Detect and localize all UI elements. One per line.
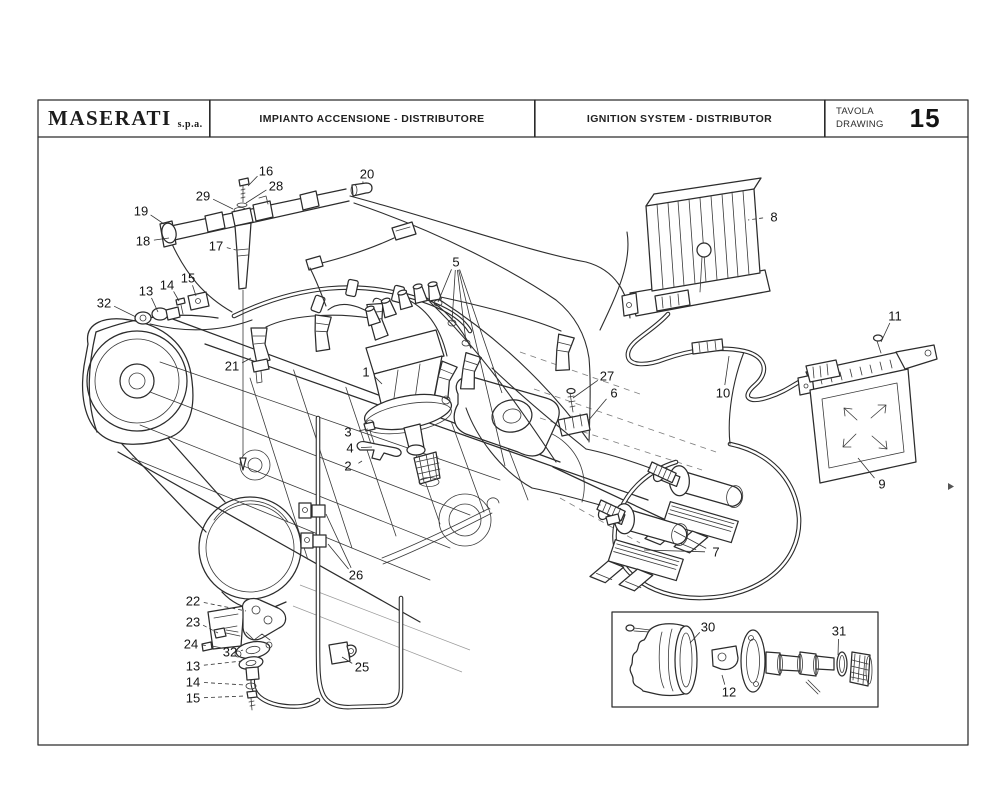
- callout-20: 20: [360, 167, 374, 182]
- screw-16: [239, 178, 249, 186]
- callout-28: 28: [269, 179, 283, 194]
- leader-line-13: [204, 661, 242, 665]
- callout-25: 25: [355, 660, 369, 675]
- rotor-12: [712, 646, 738, 669]
- sensor-17: [235, 223, 251, 289]
- title-block: MASERATI s.p.a. IMPIANTO ACCENSIONE - DI…: [38, 100, 968, 137]
- callout-23: 23: [186, 615, 200, 630]
- callout-32: 32: [97, 296, 111, 311]
- callout-2: 2: [344, 459, 351, 474]
- callout-15: 15: [186, 691, 200, 706]
- brand-cell: MASERATI s.p.a.: [38, 100, 210, 137]
- brand-name: MASERATI: [48, 106, 172, 131]
- sheet-word-english: DRAWING: [836, 119, 884, 131]
- sheet-words: TAVOLA DRAWING: [836, 106, 884, 131]
- callout-27: 27: [600, 369, 614, 384]
- union-stack: [202, 598, 286, 710]
- wire-clamp: [558, 389, 590, 437]
- callout-1: 1: [362, 365, 369, 380]
- callout-13: 13: [139, 284, 153, 299]
- ecu-box: [798, 335, 937, 483]
- leader-line-16: [248, 176, 258, 186]
- sheet-cell: TAVOLA DRAWING 15: [825, 100, 968, 137]
- title-italian: IMPIANTO ACCENSIONE - DISTRIBUTORE: [259, 113, 484, 125]
- brand-suffix: s.p.a.: [178, 119, 203, 137]
- leader-line-11: [881, 323, 890, 342]
- leader-line-14: [204, 683, 245, 686]
- callout-8: 8: [770, 210, 777, 225]
- leader-line-29: [213, 199, 233, 209]
- leader-line-31: [838, 639, 839, 655]
- callout-16: 16: [259, 164, 273, 179]
- leader-line-17: [227, 248, 236, 250]
- callout-11: 11: [888, 309, 902, 324]
- leader-line-2: [358, 461, 362, 463]
- ignition-harness-tube: [253, 418, 401, 707]
- callout-6: 6: [610, 386, 617, 401]
- callout-10: 10: [716, 386, 730, 401]
- callout-9: 9: [878, 477, 885, 492]
- callout-24: 24: [184, 637, 198, 652]
- callout-32: 32: [223, 645, 237, 660]
- callout-21: 21: [225, 359, 239, 374]
- leader-line-27: [573, 380, 598, 398]
- callout-15: 15: [181, 271, 195, 286]
- leader-line-32: [114, 306, 136, 317]
- callout-22: 22: [186, 594, 200, 609]
- title-english: IGNITION SYSTEM - DISTRIBUTOR: [587, 113, 772, 125]
- title-english-cell: IGNITION SYSTEM - DISTRIBUTOR: [535, 100, 825, 137]
- callout-5: 5: [452, 255, 459, 270]
- leader-line-15: [204, 696, 245, 698]
- compressor-pulley: [199, 497, 301, 609]
- leader-line-5: [438, 269, 452, 302]
- print-artifact: [948, 483, 954, 490]
- tube-clamp-25: [329, 642, 350, 664]
- callout-19: 19: [134, 204, 148, 219]
- callout-13: 13: [186, 659, 200, 674]
- callout-30: 30: [701, 620, 715, 635]
- callout-29: 29: [196, 189, 210, 204]
- callout-14: 14: [186, 675, 200, 690]
- callout-4: 4: [346, 441, 353, 456]
- callout-7: 7: [712, 545, 719, 560]
- leader-line-6: [588, 399, 607, 421]
- sheet-word-italian: TAVOLA: [836, 106, 884, 118]
- callout-17: 17: [209, 239, 223, 254]
- callout-3: 3: [344, 425, 351, 440]
- callout-31: 31: [832, 624, 846, 639]
- leader-line-19: [151, 215, 164, 224]
- callout-14: 14: [160, 278, 174, 293]
- callout-26: 26: [349, 568, 363, 583]
- ignition-module: [622, 178, 770, 316]
- title-italian-cell: IMPIANTO ACCENSIONE - DISTRIBUTORE: [210, 100, 535, 137]
- leader-line-26: [326, 514, 351, 568]
- leader-line-10: [725, 356, 729, 385]
- callout-18: 18: [136, 234, 150, 249]
- callout-12: 12: [722, 685, 736, 700]
- ecu-screw-11: [874, 335, 883, 341]
- leader-line-12: [722, 675, 725, 685]
- dipstick-tube: [382, 498, 499, 564]
- spark-plug: [251, 328, 270, 383]
- sheet-number: 15: [910, 103, 941, 134]
